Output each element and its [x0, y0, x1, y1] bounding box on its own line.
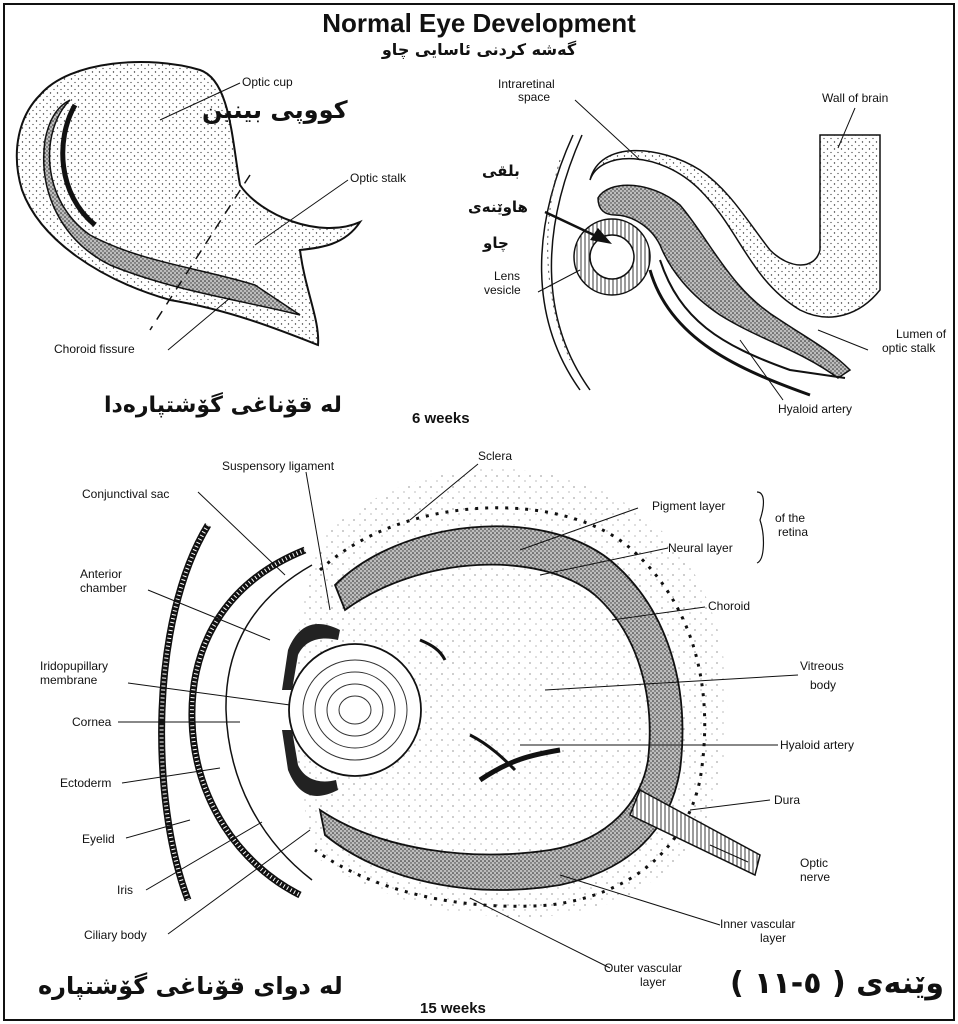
- label-ectoderm: Ectoderm: [60, 777, 111, 790]
- label-optic-nerve-1: Optic: [800, 857, 828, 870]
- figure-title: Normal Eye Development: [0, 8, 958, 39]
- label-iridopupillary-2: membrane: [40, 674, 97, 687]
- label-sclera: Sclera: [478, 450, 512, 463]
- label-hyaloid-artery-top: Hyaloid artery: [778, 403, 852, 416]
- figure-subtitle-kurdish: گەشە کردنی ئاسایی چاو: [0, 40, 958, 59]
- label-wall-of-brain: Wall of brain: [822, 92, 888, 105]
- label-optic-cup: Optic cup: [242, 76, 293, 89]
- label-lens-vesicle-kurdish-2: هاوێنەی: [468, 198, 528, 216]
- label-anterior-chamber-2: chamber: [80, 582, 127, 595]
- figure-number-kurdish: وێنەی ( ٥-١١ ): [730, 966, 944, 1001]
- label-optic-nerve-2: nerve: [800, 871, 830, 884]
- label-choroid-fissure: Choroid fissure: [54, 343, 135, 356]
- six-week-section-drawing: [538, 100, 880, 400]
- label-iridopupillary-1: Iridopupillary: [40, 660, 108, 673]
- label-eyelid: Eyelid: [82, 833, 115, 846]
- label-neural-layer: Neural layer: [668, 542, 733, 555]
- label-fifteen-weeks: 15 weeks: [420, 1000, 486, 1017]
- label-of-the-retina-1: of the: [775, 512, 805, 525]
- label-lens-vesicle-kurdish-3: چاو: [483, 234, 509, 252]
- label-outer-vascular-1: Outer vascular: [604, 962, 682, 975]
- label-anterior-chamber-1: Anterior: [80, 568, 122, 581]
- label-vitreous-body-2: body: [810, 679, 836, 692]
- label-hyaloid-artery-bottom: Hyaloid artery: [780, 739, 854, 752]
- label-of-the-retina-2: retina: [778, 526, 808, 539]
- label-optic-stalk: Optic stalk: [350, 172, 406, 185]
- label-lens-vesicle-2: vesicle: [484, 284, 521, 297]
- label-iris: Iris: [117, 884, 133, 897]
- fifteen-week-eye-drawing: [118, 464, 798, 968]
- label-dura: Dura: [774, 794, 800, 807]
- label-pigment-layer: Pigment layer: [652, 500, 725, 513]
- label-stage-kurdish-top: لە قۆناغی گۆشتپارەدا: [104, 393, 342, 418]
- label-ciliary-body: Ciliary body: [84, 929, 147, 942]
- label-suspensory-ligament: Suspensory ligament: [222, 460, 334, 473]
- label-inner-vascular-1: Inner vascular: [720, 918, 795, 931]
- label-choroid: Choroid: [708, 600, 750, 613]
- label-lens-vesicle-kurdish-1: بلقی: [482, 162, 520, 180]
- label-lens-vesicle-1: Lens: [494, 270, 520, 283]
- label-optic-cup-kurdish: کووپی بینین: [202, 96, 348, 124]
- label-stage-kurdish-bottom: لە دوای قۆناغی گۆشتپارە: [38, 972, 343, 1000]
- label-vitreous-body-1: Vitreous: [800, 660, 844, 673]
- label-intraretinal-2: space: [518, 91, 550, 104]
- label-lumen-2: optic stalk: [882, 342, 935, 355]
- label-cornea: Cornea: [72, 716, 111, 729]
- label-inner-vascular-2: layer: [760, 932, 786, 945]
- label-lumen-1: Lumen of: [896, 328, 946, 341]
- label-six-weeks: 6 weeks: [412, 410, 470, 427]
- label-outer-vascular-2: layer: [640, 976, 666, 989]
- label-conjunctival-sac: Conjunctival sac: [82, 488, 169, 501]
